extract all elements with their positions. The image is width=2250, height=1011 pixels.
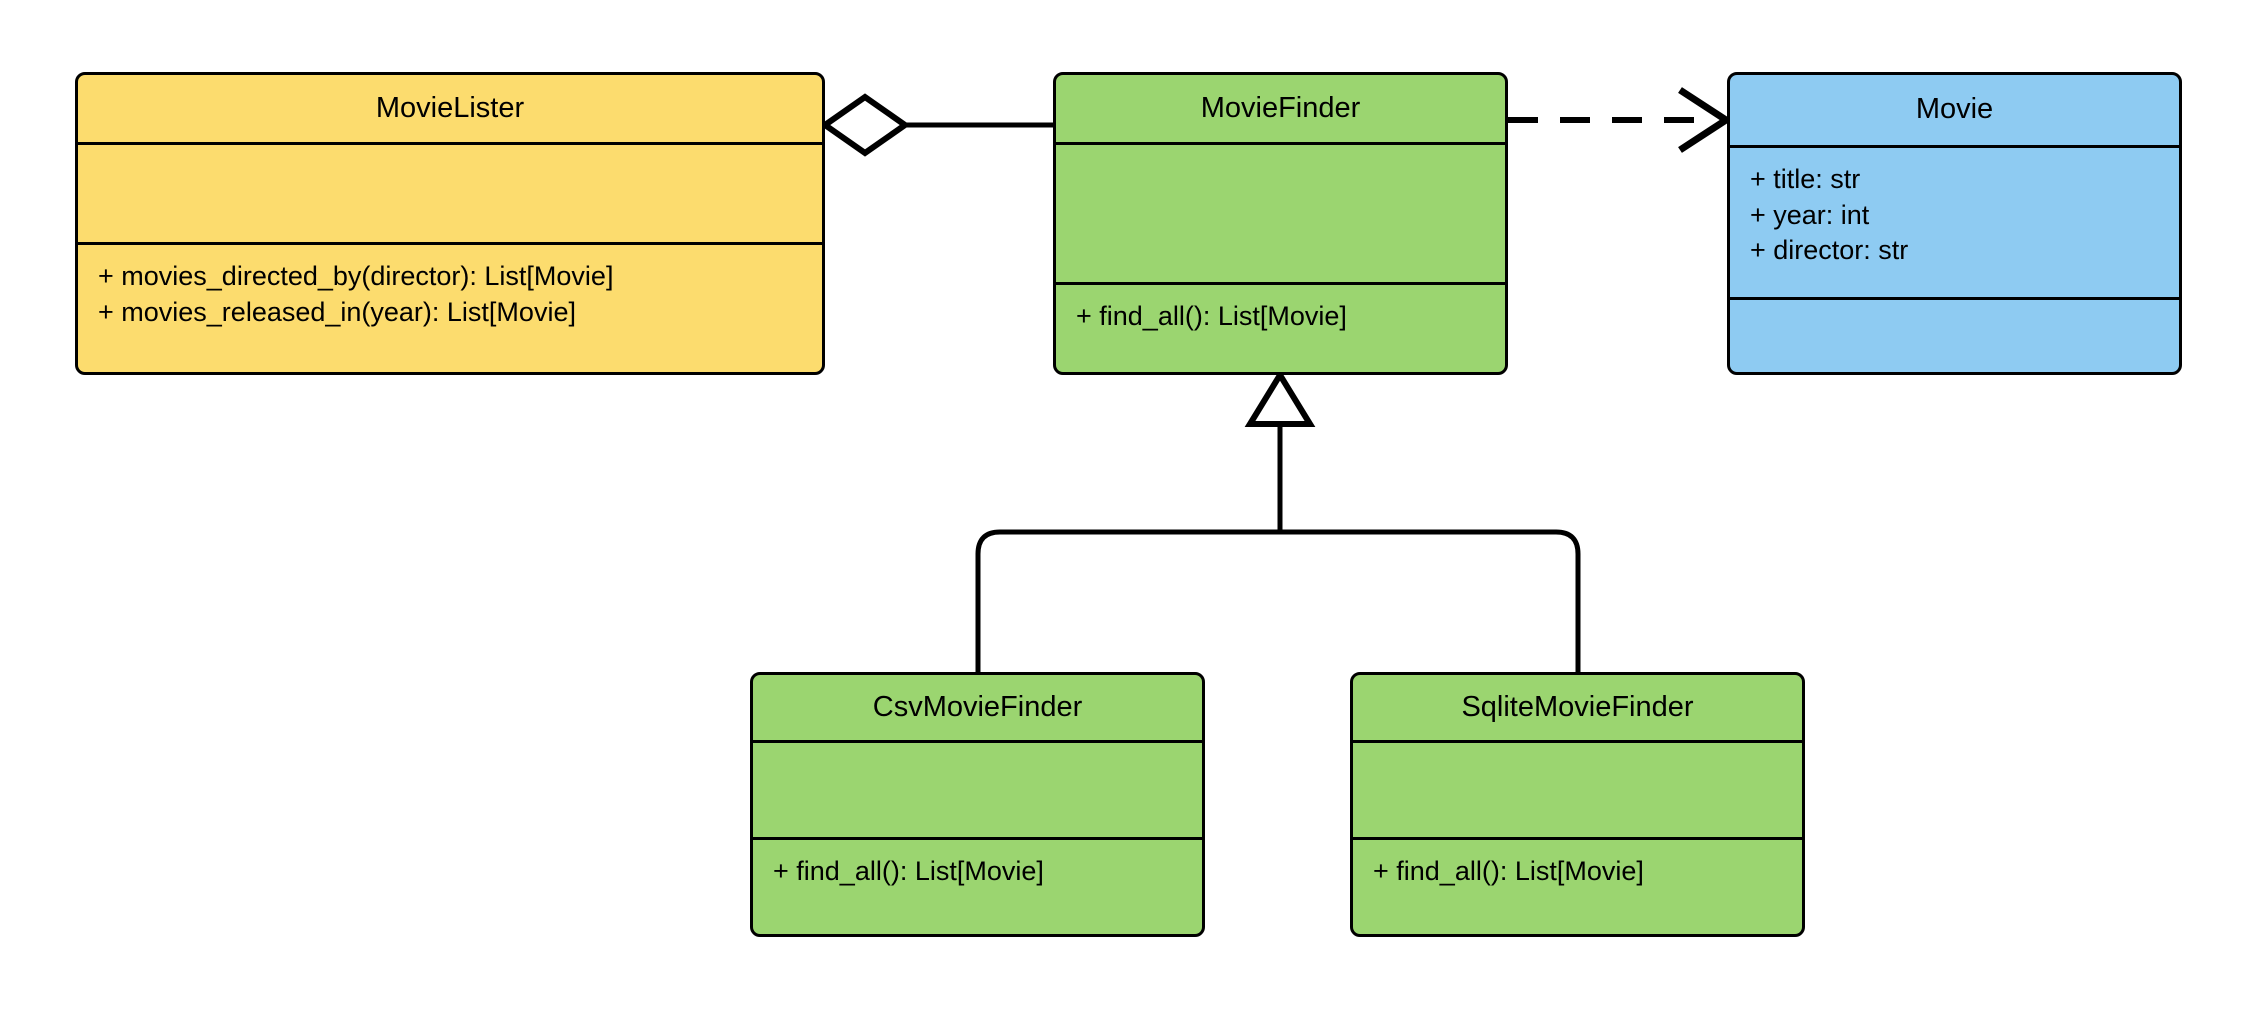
generalization-to-movie-finder[interactable] bbox=[975, 369, 1581, 672]
class-box-movie-lister[interactable]: MovieLister + movies_directed_by(directo… bbox=[75, 72, 825, 375]
class-attributes-compartment-movie: + title: str + year: int + director: str bbox=[1730, 148, 2179, 300]
class-name-movie-lister: MovieLister bbox=[375, 91, 525, 124]
class-operations-compartment-sqlite-movie-finder: + find_all(): List[Movie] bbox=[1353, 840, 1802, 890]
hollow-triangle-icon bbox=[1244, 369, 1316, 427]
generalization-branch-sqlite bbox=[1280, 529, 1581, 672]
class-attributes-compartment-movie-lister bbox=[78, 145, 822, 245]
class-operations-compartment-movie bbox=[1730, 300, 2179, 314]
attribute-item: + year: int bbox=[1750, 199, 1870, 230]
class-attributes-compartment-movie-finder bbox=[1056, 145, 1505, 285]
class-name-movie: Movie bbox=[1915, 93, 1994, 126]
open-arrow-icon bbox=[1678, 87, 1733, 153]
class-box-sqlite-movie-finder[interactable]: SqliteMovieFinder + find_all(): List[Mov… bbox=[1350, 672, 1805, 937]
generalization-branch-csv bbox=[975, 529, 1280, 672]
attribute-item: + title: str bbox=[1750, 164, 1861, 194]
operation-item: + find_all(): List[Movie] bbox=[1373, 856, 1644, 886]
operation-item: + movies_directed_by(director): List[Mov… bbox=[98, 261, 614, 291]
class-box-movie[interactable]: Movie + title: str + year: int + directo… bbox=[1727, 72, 2182, 375]
attribute-item: + director: str bbox=[1750, 235, 1909, 266]
class-attributes-compartment-csv-movie-finder bbox=[753, 743, 1202, 840]
class-name-movie-finder: MovieFinder bbox=[1200, 91, 1361, 124]
class-box-movie-finder[interactable]: MovieFinder + find_all(): List[Movie] bbox=[1053, 72, 1508, 375]
class-name-csv-movie-finder: CsvMovieFinder bbox=[872, 690, 1083, 723]
aggregation-lister-to-finder[interactable] bbox=[819, 93, 1053, 157]
class-attributes-compartment-sqlite-movie-finder bbox=[1353, 743, 1802, 840]
class-operations-compartment-csv-movie-finder: + find_all(): List[Movie] bbox=[753, 840, 1202, 890]
dependency-finder-to-movie[interactable] bbox=[1508, 87, 1733, 153]
class-name-compartment-sqlite-movie-finder: SqliteMovieFinder bbox=[1353, 675, 1802, 743]
class-name-sqlite-movie-finder: SqliteMovieFinder bbox=[1461, 690, 1694, 723]
class-name-compartment-csv-movie-finder: CsvMovieFinder bbox=[753, 675, 1202, 743]
hollow-diamond-icon bbox=[819, 93, 911, 157]
class-name-compartment-movie-lister: MovieLister bbox=[78, 75, 822, 145]
operation-item: + find_all(): List[Movie] bbox=[773, 856, 1044, 886]
class-name-compartment-movie: Movie bbox=[1730, 75, 2179, 148]
class-operations-compartment-movie-lister: + movies_directed_by(director): List[Mov… bbox=[78, 245, 822, 330]
class-name-compartment-movie-finder: MovieFinder bbox=[1056, 75, 1505, 145]
operation-item: + find_all(): List[Movie] bbox=[1076, 301, 1347, 331]
class-operations-compartment-movie-finder: + find_all(): List[Movie] bbox=[1056, 285, 1505, 335]
operation-item: + movies_released_in(year): List[Movie] bbox=[98, 296, 576, 327]
class-box-csv-movie-finder[interactable]: CsvMovieFinder + find_all(): List[Movie] bbox=[750, 672, 1205, 937]
